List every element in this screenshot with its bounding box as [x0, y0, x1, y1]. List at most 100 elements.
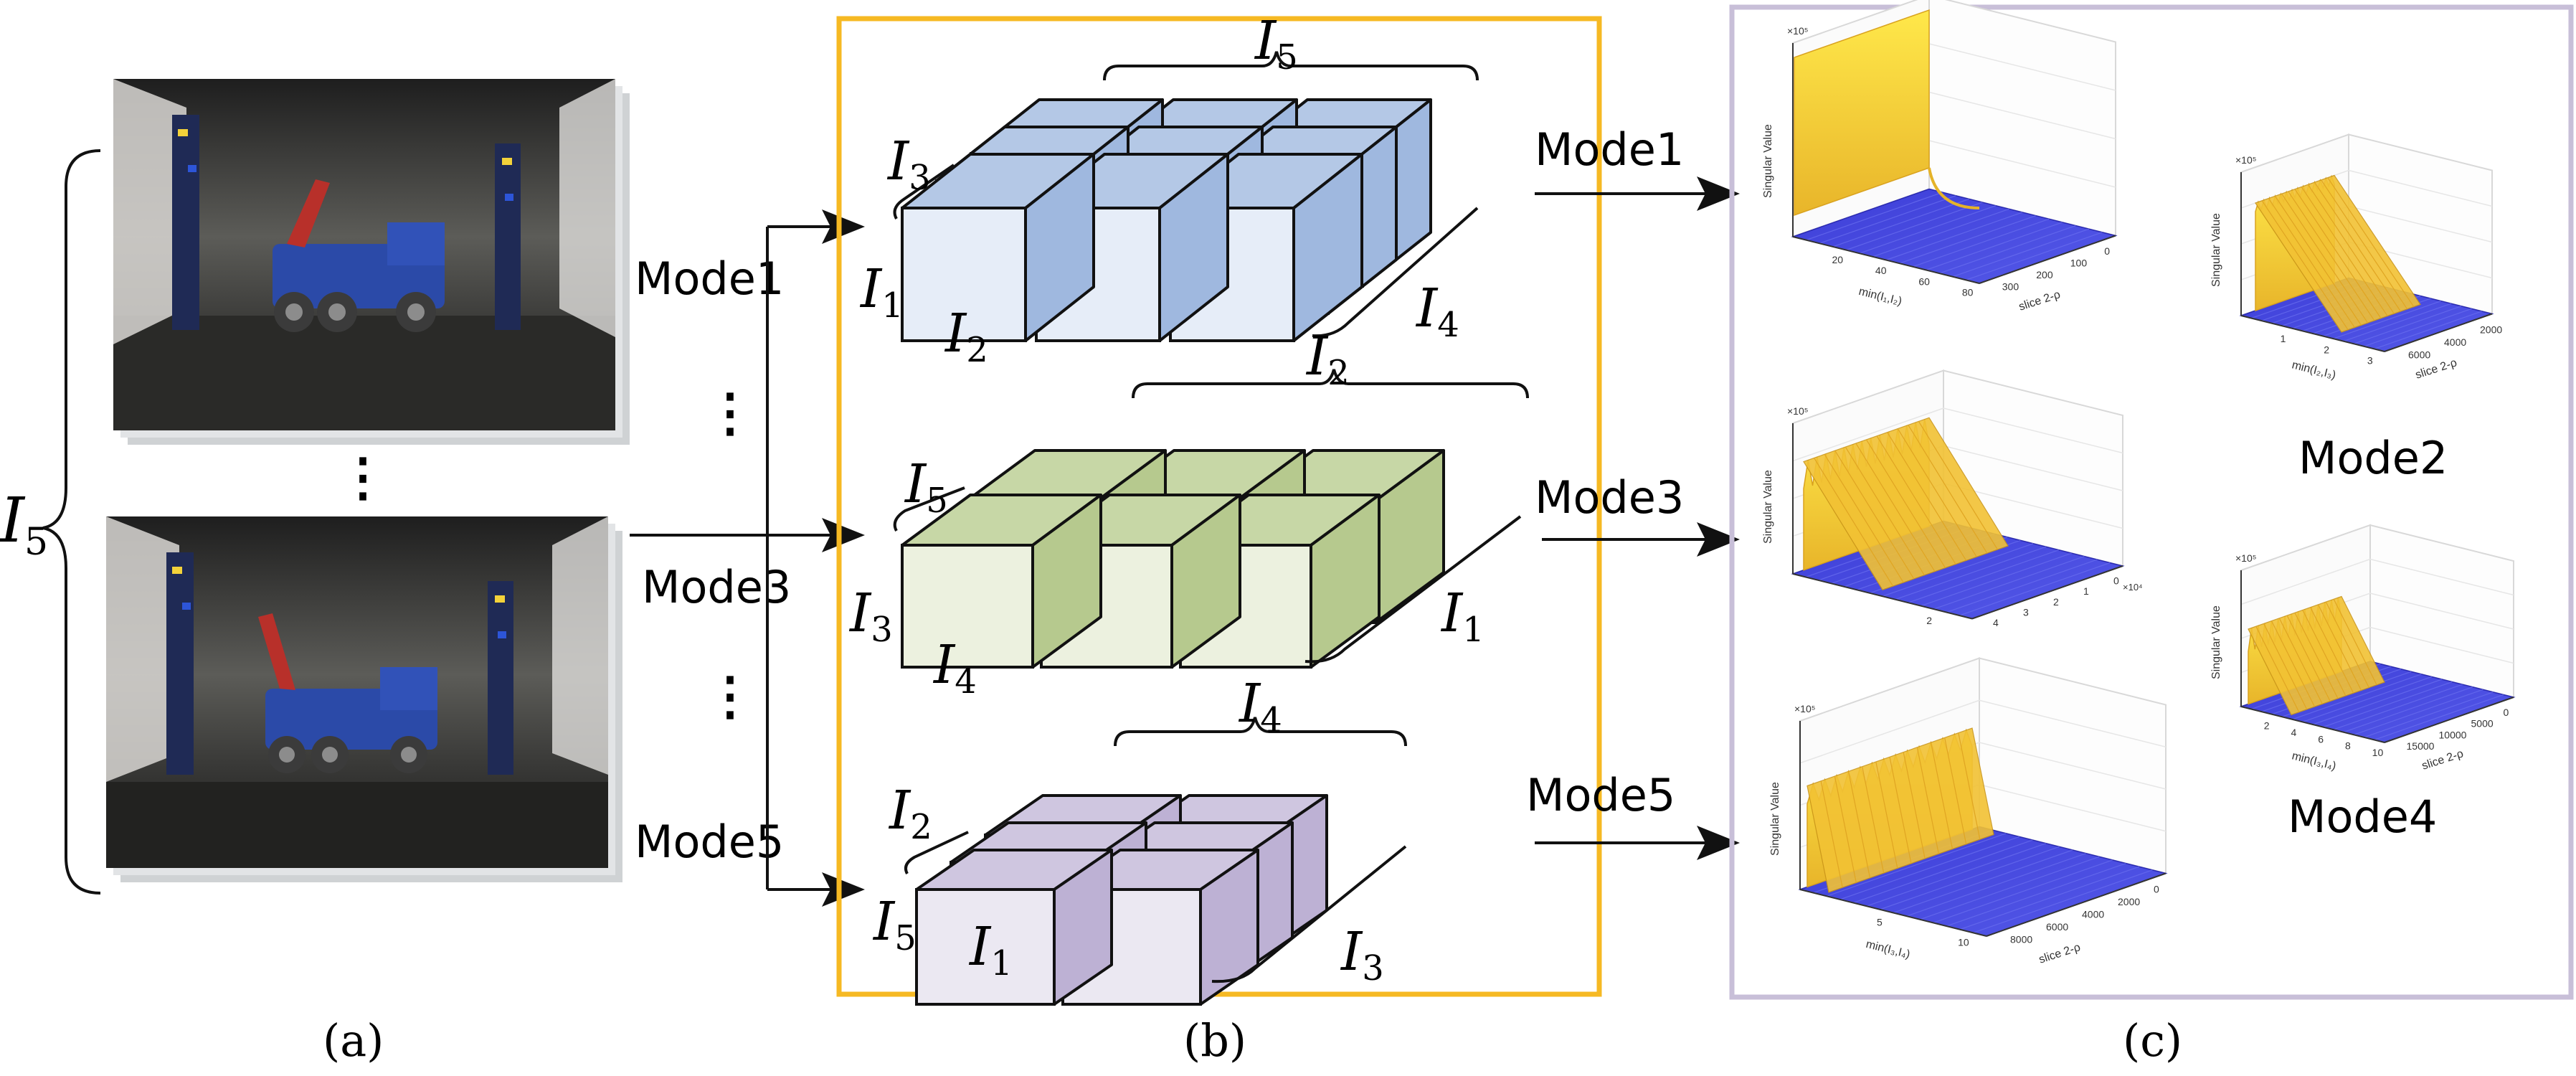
blue-label-left2: I1 — [859, 258, 904, 326]
blue-label-right: I4 — [1415, 278, 1459, 345]
plot-p1-xtick-3: 80 — [1962, 286, 1974, 298]
plot-p3-ytick-4: 0 — [2113, 575, 2119, 586]
crane-truck-bottom — [258, 613, 437, 773]
plot-p2-xtick-2: 3 — [2367, 354, 2373, 366]
cubes-mode1-group — [901, 98, 1432, 342]
plot-p1-ytick-0: 300 — [2002, 281, 2019, 293]
connector-arrows — [630, 209, 865, 907]
panel-a-mode3-label: Mode3 — [642, 561, 791, 613]
blue-label-left1: I3 — [886, 131, 931, 198]
panel-b-frame — [836, 16, 1602, 997]
plot-p4-ytick-1: 10000 — [2439, 729, 2467, 740]
plot-p2-xlabel: min(I₂,I₃) — [2291, 359, 2337, 382]
brace-label: I5 — [0, 485, 48, 564]
dots-between-frames: ⋮ — [337, 446, 389, 507]
purple-label-left2: I5 — [872, 891, 917, 958]
panel-a-mode1-label: Mode1 — [635, 253, 784, 305]
plot-p2-xtick-0: 1 — [2281, 333, 2286, 344]
plot-p1-xtick-2: 60 — [1918, 275, 1930, 287]
cubes-mode3-group — [901, 449, 1445, 669]
caption-b: (b) — [1183, 1014, 1246, 1067]
plot-p5-ytick-0: 8000 — [2010, 933, 2032, 945]
purple-label-bottom: I1 — [968, 916, 1013, 983]
plot-p2-ytick-1: 4000 — [2444, 336, 2466, 348]
plot-p1-ylabel: slice 2-ρ — [2017, 288, 2062, 313]
plot-p4-xtick-1: 4 — [2291, 727, 2296, 738]
green-brace-top — [1132, 369, 1529, 399]
green-label-top: I2 — [1305, 326, 1350, 393]
plot-p5-zlabel: Singular Value — [1769, 782, 1781, 856]
plot-p3-exp: ×10⁵ — [1787, 405, 1809, 417]
panel-a: I5 ⋮ — [0, 79, 865, 1067]
blue-brace-left — [893, 164, 955, 220]
plot-p1-exp: ×10⁵ — [1787, 25, 1809, 37]
plot-p1-xtick-0: 20 — [1832, 254, 1843, 265]
plot-p4-zlabel: Singular Value — [2210, 605, 2222, 679]
caption-c: (c) — [2123, 1014, 2182, 1067]
panel-a-dots-2: ⋮ — [704, 665, 756, 726]
mode2-label: Mode2 — [2298, 432, 2448, 484]
purple-label-right: I3 — [1340, 921, 1384, 988]
plot-p1-ytick-1: 200 — [2036, 269, 2053, 280]
mode4-label: Mode4 — [2288, 791, 2437, 843]
plot-p2-ylabel: slice 2-ρ — [2414, 357, 2458, 382]
plot-p3-yexp: ×10⁴ — [2123, 582, 2143, 593]
plot-p4-exp: ×10⁵ — [2235, 552, 2257, 564]
caption-a: (a) — [323, 1014, 384, 1067]
surface-plot-mode1: ×10⁵ Singular Value 20 40 60 80 300 200 100 0 min(… — [1762, 0, 2118, 313]
plot-p3-ytick-0: 4 — [1993, 617, 1999, 628]
plot-p3-zlabel: Singular Value — [1762, 470, 1774, 544]
mode1-arrow-label: Mode1 — [1535, 123, 1684, 176]
plot-p4-xlabel: min(I₃,I₄) — [2291, 750, 2337, 773]
plot-p1-xtick-1: 40 — [1875, 265, 1887, 276]
mode5-arrow-label: Mode5 — [1526, 769, 1675, 821]
plot-p1-ytick-2: 100 — [2070, 257, 2088, 268]
panel-c-frame — [1729, 4, 2574, 1000]
plot-p5-xtick-0: 5 — [1877, 916, 1883, 928]
surface-plot-mode2: ×10⁵ Singular Value 1 2 3 6000 4000 2000 min(I₂,… — [2210, 133, 2502, 382]
panel-b: I5 I3 I1 I2 I4 I2 I5 I3 I4 I1 I4 I2 I5 I… — [836, 10, 1602, 1067]
purple-label-left1: I2 — [888, 780, 932, 847]
plot-p5-ytick-3: 2000 — [2118, 896, 2140, 907]
blue-label-top: I5 — [1254, 10, 1298, 77]
green-brace-left — [893, 486, 965, 532]
plot-p2-ytick-2: 2000 — [2480, 324, 2502, 335]
plot-p3-xtick-0: 2 — [1926, 615, 1932, 626]
blue-cube-r0-c0 — [901, 153, 1095, 342]
plot-p2-ytick-0: 6000 — [2408, 349, 2430, 360]
purple-brace-top — [1114, 717, 1407, 747]
plot-p3-ytick-1: 3 — [2023, 606, 2029, 618]
mode-arrows — [1535, 176, 1740, 860]
plot-p1-zlabel: Singular Value — [1762, 124, 1774, 198]
video-frame-bottom — [106, 516, 622, 882]
cubes-mode5-group — [915, 794, 1328, 1006]
plot-p4-ytick-0: 15000 — [2407, 740, 2435, 752]
green-label-right: I1 — [1440, 582, 1484, 650]
plot-p4-xtick-4: 10 — [2372, 747, 2384, 758]
plot-p2-xtick-1: 2 — [2324, 344, 2329, 355]
plot-p1-xlabel: min(I₁,I₂) — [1857, 285, 1903, 308]
plot-p2-zlabel: Singular Value — [2210, 213, 2222, 287]
plot-p2-exp: ×10⁵ — [2235, 154, 2257, 166]
plot-p4-xtick-2: 6 — [2318, 733, 2324, 745]
purple-brace-right — [1211, 845, 1407, 983]
purple-label-top: I4 — [1238, 673, 1282, 740]
plot-p4-xtick-3: 8 — [2345, 740, 2351, 752]
plot-p4-ytick-3: 0 — [2504, 707, 2509, 718]
green-brace-right — [1304, 515, 1522, 664]
plot-p5-ylabel: slice 2-ρ — [2037, 941, 2082, 966]
blue-brace-right — [1312, 207, 1479, 338]
purple-cube-r0-c0 — [915, 849, 1113, 1006]
plot-p1-ytick-3: 0 — [2104, 245, 2110, 257]
green-label-left1: I5 — [904, 453, 948, 521]
video-frame-top — [113, 79, 630, 445]
plot-p5-xtick-1: 10 — [1958, 937, 1969, 948]
plot-p3-ytick-3: 1 — [2083, 585, 2089, 597]
green-cube-r0-c0 — [901, 494, 1102, 669]
plot-p5-ytick-2: 4000 — [2082, 908, 2104, 920]
